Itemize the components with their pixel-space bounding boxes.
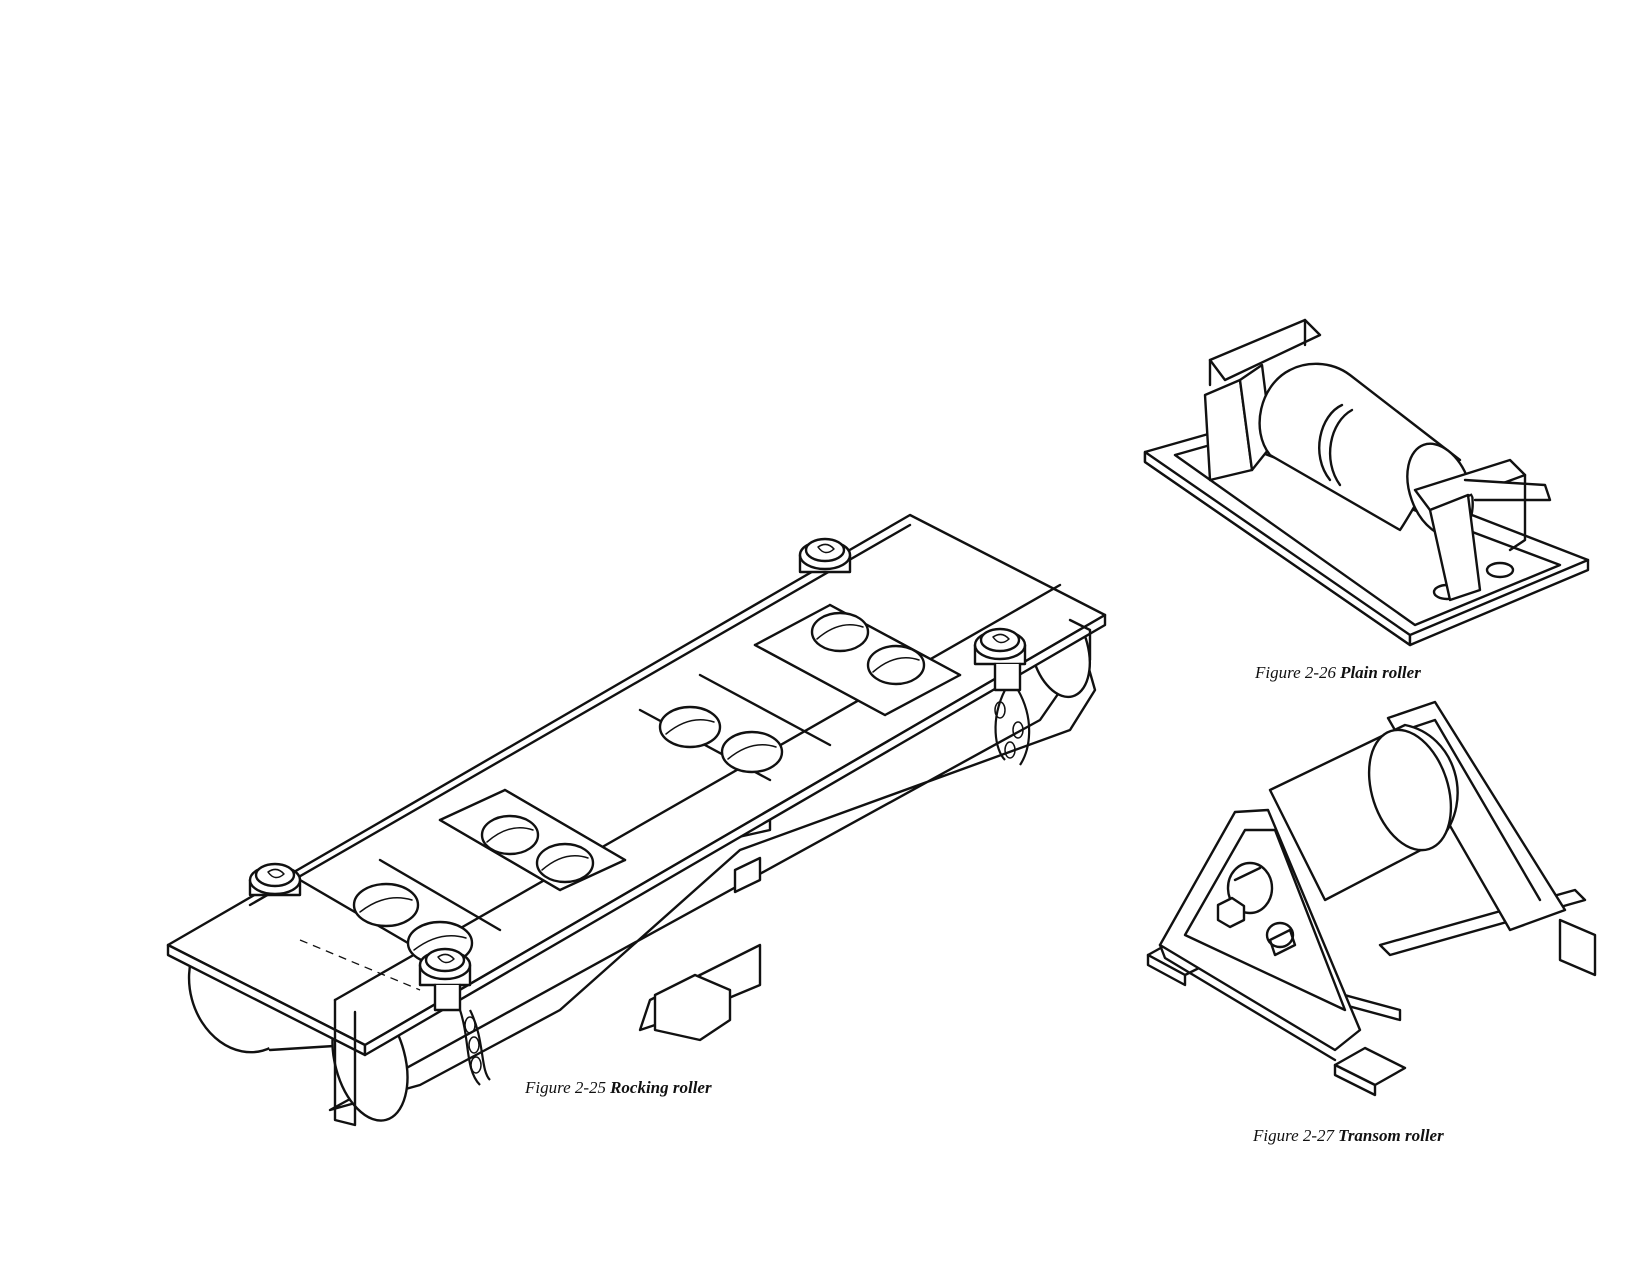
- figure-number: Figure 2-25: [525, 1078, 607, 1097]
- pin-knob: [418, 947, 472, 1012]
- pin-knob: [248, 862, 302, 897]
- figure-title: Rocking roller: [610, 1078, 712, 1097]
- figure-number: Figure 2-26: [1255, 663, 1337, 682]
- plain-roller-drawing: [1143, 318, 1590, 647]
- transom-roller-drawing: [1146, 700, 1597, 1097]
- figure-title: Transom roller: [1338, 1126, 1444, 1145]
- pin-knob: [798, 537, 852, 574]
- rocking-roller-drawing: [166, 513, 1107, 1127]
- figure-title: Plain roller: [1340, 663, 1421, 682]
- figure-number: Figure 2-27: [1253, 1126, 1335, 1145]
- pin-knob: [973, 627, 1027, 692]
